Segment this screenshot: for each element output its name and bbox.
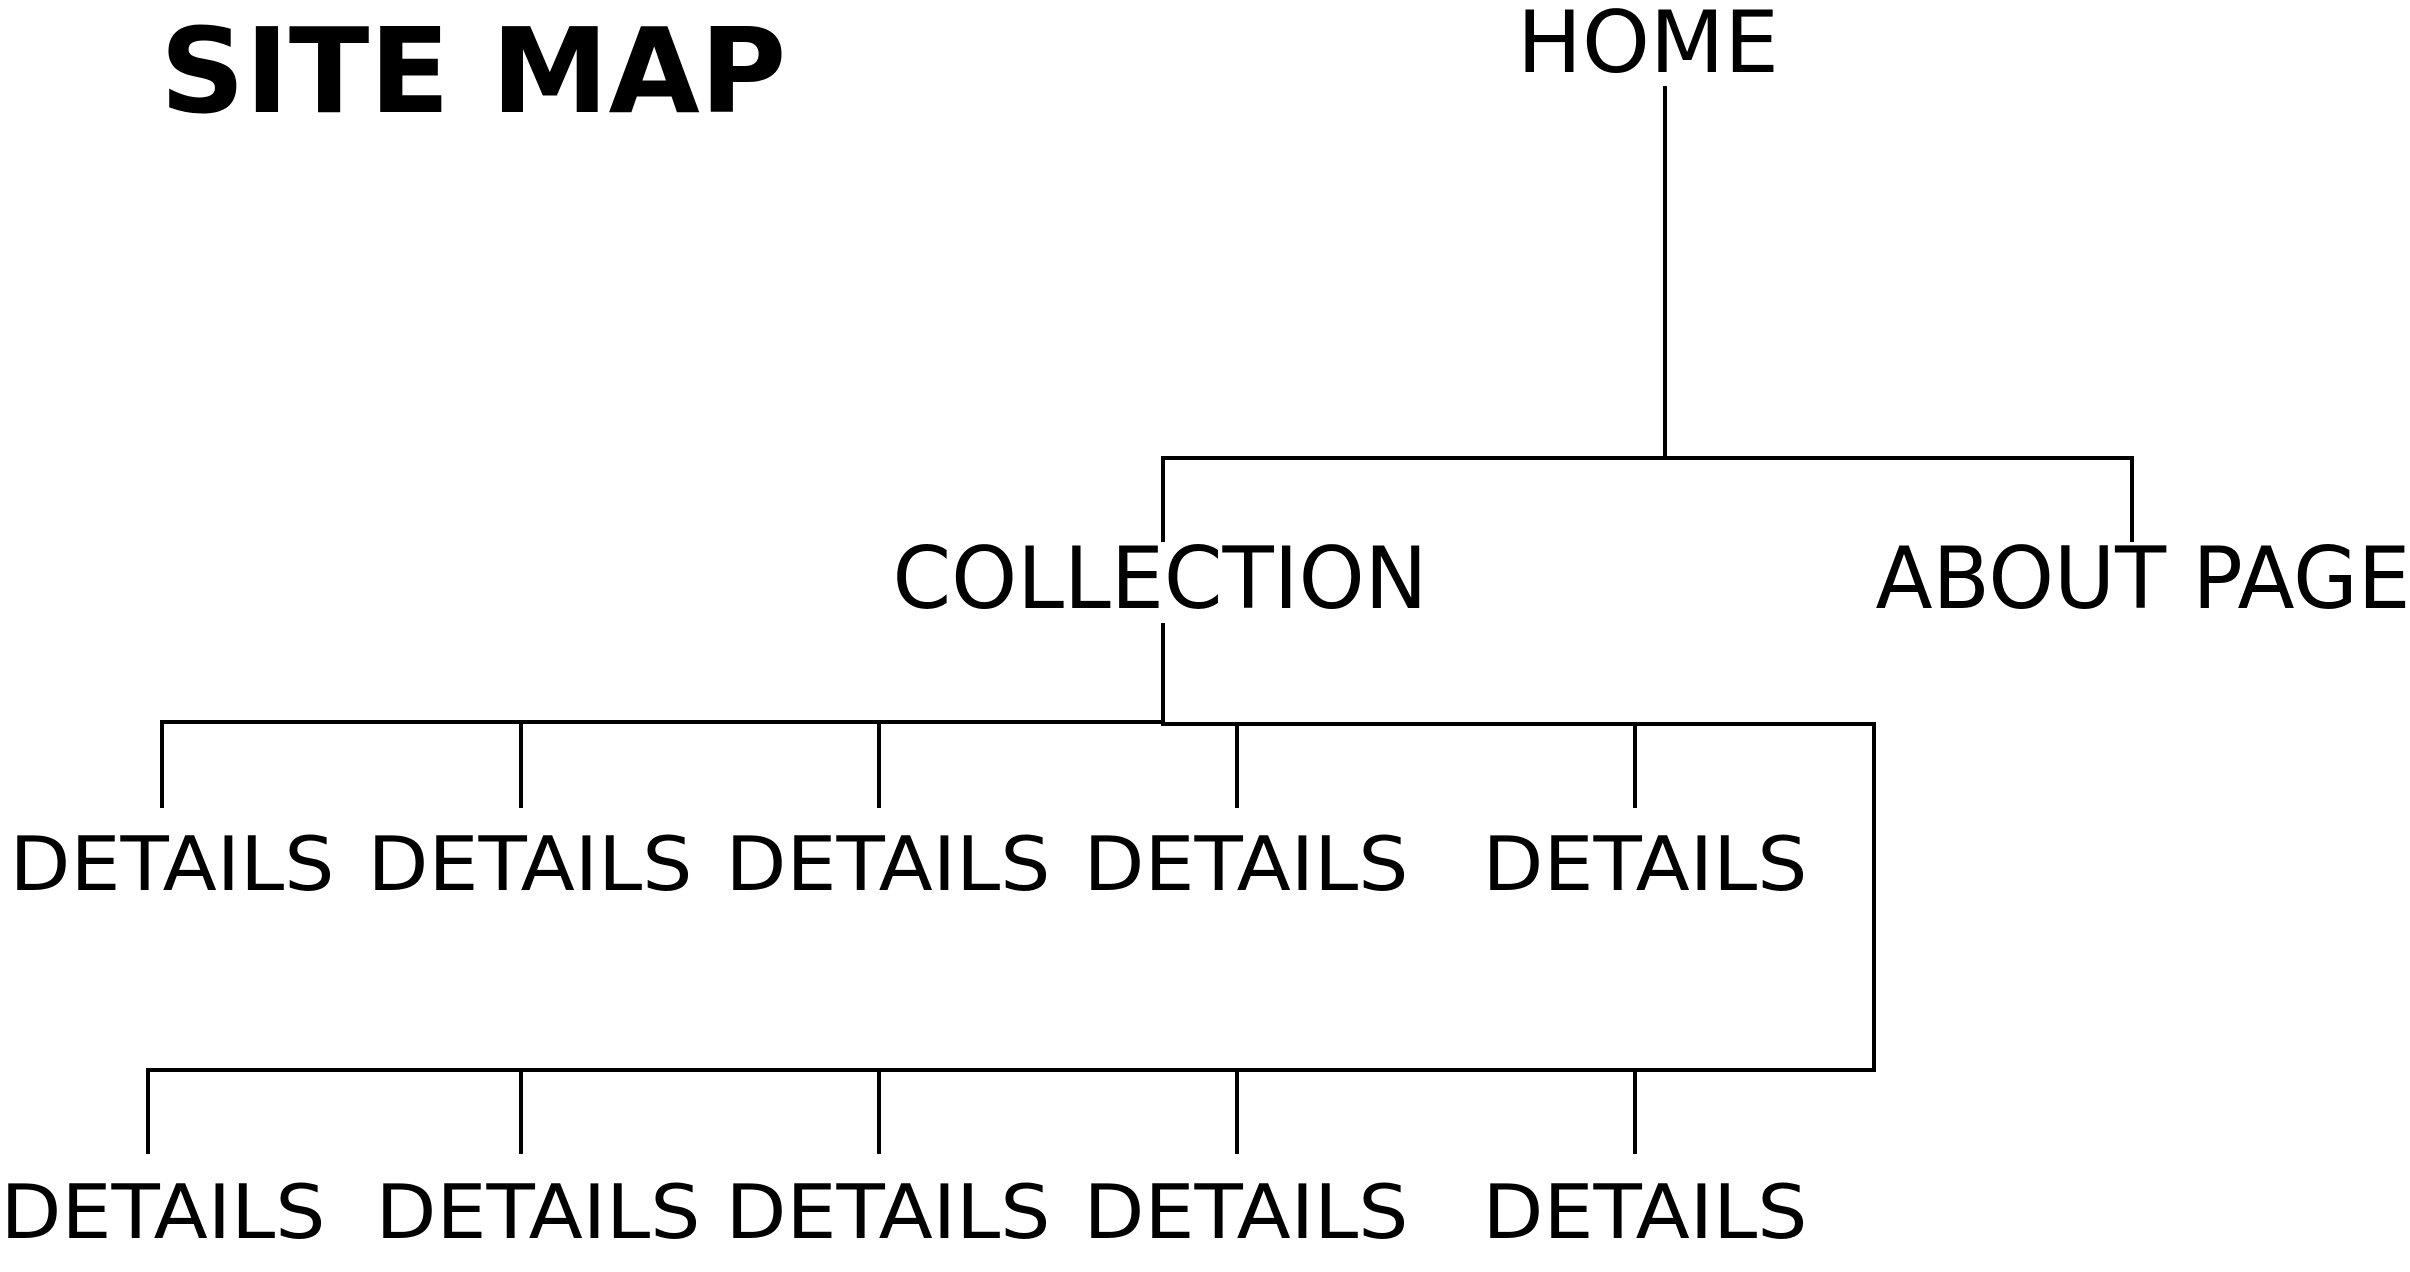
node-home: HOME (1517, 0, 1779, 93)
node-collection: COLLECTION (893, 529, 1428, 629)
node-details: DETAILS (376, 1168, 701, 1256)
connectors-home (1161, 86, 2134, 542)
connectors-collection (146, 623, 1876, 1154)
node-details: DETAILS (1084, 1168, 1409, 1256)
node-details: DETAILS (726, 820, 1051, 908)
node-details: DETAILS (368, 820, 693, 908)
node-details: DETAILS (1, 1168, 326, 1256)
node-details: DETAILS (10, 820, 335, 908)
node-about-page: ABOUT PAGE (1876, 529, 2410, 629)
diagram-title: SITE MAP (160, 2, 786, 140)
node-details: DETAILS (726, 1168, 1051, 1256)
node-details: DETAILS (1483, 820, 1808, 908)
node-details: DETAILS (1483, 1168, 1808, 1256)
node-details: DETAILS (1084, 820, 1409, 908)
